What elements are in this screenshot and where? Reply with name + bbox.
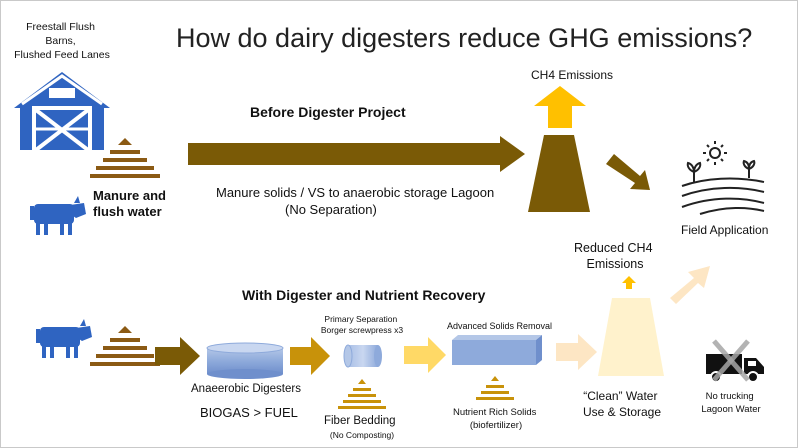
reduced-ch4-label: Reduced CH4 Emissions xyxy=(574,241,656,271)
ch4-emissions-arrow xyxy=(534,86,586,128)
separation-to-solids-arrow xyxy=(404,337,446,373)
ch4-emissions-label: CH4 Emissions xyxy=(531,68,613,82)
reduced-ch4-arrow xyxy=(622,276,636,289)
page-title: How do dairy digesters reduce GHG emissi… xyxy=(176,23,752,53)
screwpress-cylinder xyxy=(343,344,382,368)
solids-removal-label: Advanced Solids Removal xyxy=(447,321,552,331)
digester-cylinder xyxy=(206,342,284,379)
before-heading: Before Digester Project xyxy=(250,104,406,120)
manure-to-digester-arrow xyxy=(155,337,200,375)
barn-label: Freestall Flush Barns, Flushed Feed Lane… xyxy=(14,21,110,61)
field-icon xyxy=(681,141,765,215)
solids-removal-box xyxy=(452,335,542,365)
water-to-field-arrow xyxy=(670,266,710,304)
lagoon-to-field-arrow xyxy=(606,154,650,190)
digester-label: Anaeerobic Digesters xyxy=(191,383,301,395)
fiber-bedding-pile-icon xyxy=(338,379,386,409)
lagoon-shape xyxy=(528,135,590,212)
separation-label: Primary Separation Borger screwpress x3 xyxy=(321,314,403,335)
biogas-label: BIOGAS > FUEL xyxy=(200,405,298,420)
clean-water-storage-shape xyxy=(598,298,664,376)
solids-to-water-arrow xyxy=(556,334,597,370)
nutrient-label: Nutrient Rich Solids (biofertilizer) xyxy=(453,407,539,431)
clean-water-label: “Clean” Water Use & Storage xyxy=(583,389,661,419)
before-arrow xyxy=(188,136,525,172)
field-application-label: Field Application xyxy=(681,223,768,237)
cow-icon xyxy=(30,196,86,235)
barn-icon xyxy=(14,72,110,152)
no-trucking-label: No trucking Lagoon Water xyxy=(701,391,760,415)
manure-label: Manure and flush water xyxy=(93,188,170,219)
after-heading: With Digester and Nutrient Recovery xyxy=(242,287,486,303)
fiber-bedding-label: Fiber Bedding (No Composting) xyxy=(324,411,400,440)
cow-icon-bottom xyxy=(36,319,92,358)
digester-to-separation-arrow xyxy=(290,337,330,375)
nutrient-pile-icon xyxy=(476,376,514,400)
no-trucking-icon xyxy=(706,339,764,383)
before-flow-label: Manure solids / VS to anaerobic storage … xyxy=(216,185,498,217)
manure-pile-icon xyxy=(90,138,160,178)
manure-pile-icon-bottom xyxy=(90,326,160,366)
